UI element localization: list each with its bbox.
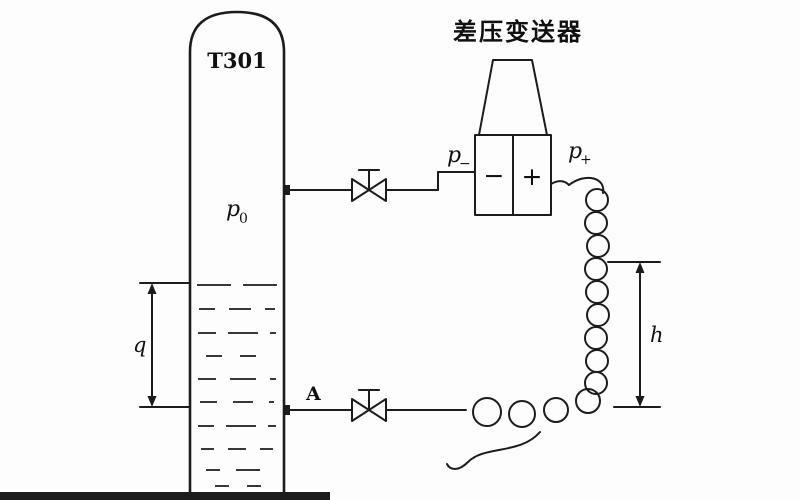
valve-left-triangle <box>351 398 370 422</box>
lower-impulse-line: A <box>285 383 467 422</box>
tank-pressure-symbol: p <box>226 197 240 222</box>
tap-point-label: A <box>305 383 321 405</box>
minus-chamber-label: − <box>484 161 505 190</box>
dp-transmitter: 差压变送器 − + p − p + <box>447 18 592 216</box>
coiled-tubing <box>446 176 610 470</box>
valve-right-triangle <box>368 398 387 422</box>
tank-name-label: T301 <box>207 48 266 73</box>
coil-loop <box>586 303 610 327</box>
p-plus-symbol: p <box>568 139 582 164</box>
coil-loop-bottom <box>543 397 569 423</box>
p-minus-subscript: − <box>459 156 471 172</box>
tank-outline <box>188 10 286 495</box>
upper-valve-icon <box>351 169 387 202</box>
coil-loop <box>584 326 608 350</box>
transmitter-title: 差压变送器 <box>453 18 583 46</box>
tubing-tail <box>446 431 541 470</box>
liquid-level-lines <box>197 284 277 487</box>
p-plus-subscript: + <box>580 152 592 168</box>
coil-loop <box>585 280 609 304</box>
coil-loop <box>585 349 609 373</box>
coil-corner-loop <box>575 388 601 414</box>
upper-impulse-line <box>285 169 476 202</box>
coil-loop <box>585 188 609 212</box>
plus-chamber-label: + <box>522 162 543 191</box>
valve-right-triangle <box>368 178 387 202</box>
storage-tank: T301 p 0 <box>188 10 290 495</box>
dim-q-label: q <box>133 333 146 357</box>
dimension-q: q <box>133 282 190 408</box>
lower-valve-icon <box>351 389 387 422</box>
tank-pressure-subscript: 0 <box>239 211 248 227</box>
coil-loop <box>584 257 608 281</box>
dim-h-label: h <box>650 323 664 347</box>
coil-inlet <box>550 180 570 186</box>
p-minus-symbol: p <box>447 143 461 168</box>
coil-loop-bottom <box>508 400 536 428</box>
upper-pipe-jog <box>437 171 476 191</box>
base-bar <box>0 492 330 500</box>
dim-h-arrow-down <box>635 396 645 407</box>
coil-loop <box>586 234 610 258</box>
coil-loop <box>584 211 608 235</box>
valve-left-triangle <box>351 178 370 202</box>
dim-h-arrow-up <box>635 262 645 273</box>
dim-q-arrow-up <box>147 283 157 294</box>
dim-q-arrow-down <box>147 396 157 407</box>
dimension-h: h <box>607 261 664 408</box>
coil-loop-bottom <box>472 397 502 427</box>
coil-loop <box>584 371 608 395</box>
coil-top-bend <box>568 176 605 194</box>
transmitter-top-housing <box>478 59 548 136</box>
